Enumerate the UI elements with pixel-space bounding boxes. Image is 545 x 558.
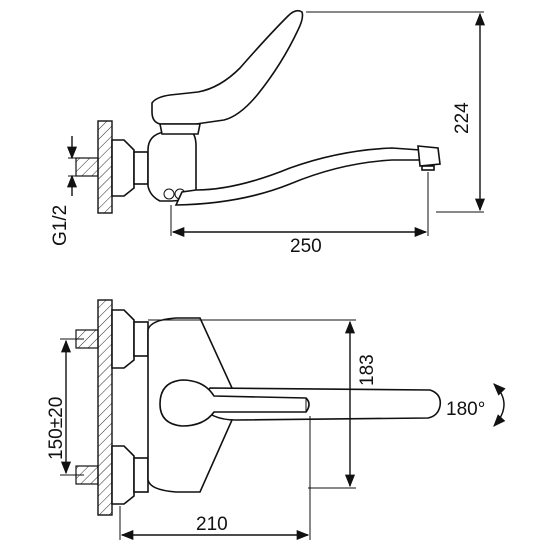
- side-wall-plate: [97, 120, 113, 214]
- top-wall-plate: [97, 299, 113, 516]
- dim-label-250: 250: [290, 236, 322, 257]
- rotation-label: 180°: [446, 399, 485, 420]
- side-view: 250 224 G1/2: [50, 9, 486, 257]
- dim-label-183: 183: [357, 354, 378, 386]
- side-eccentric-nut: [111, 139, 135, 197]
- dim-label-224: 224: [452, 102, 473, 134]
- top-eccentric-upper: [111, 309, 135, 369]
- top-lever-handle: [159, 379, 310, 427]
- side-aerator: [417, 145, 441, 167]
- dim-label-center-distance: 150±20: [46, 397, 67, 460]
- top-view: 183 210 150±20 180°: [46, 299, 506, 541]
- side-inlet-pipe: [75, 157, 99, 177]
- top-eccentric-lower: [111, 445, 135, 505]
- side-aerator-tip: [421, 165, 435, 171]
- side-spout: [174, 147, 423, 206]
- side-lever-handle: [151, 9, 304, 125]
- side-connector: [133, 151, 149, 185]
- curved-rotation-arrow-icon: [493, 383, 506, 427]
- side-indicator-hole: [163, 188, 175, 200]
- side-cartridge-cap: [159, 123, 201, 135]
- dim-label-210: 210: [196, 514, 228, 535]
- dim-label-thread: G1/2: [50, 205, 71, 246]
